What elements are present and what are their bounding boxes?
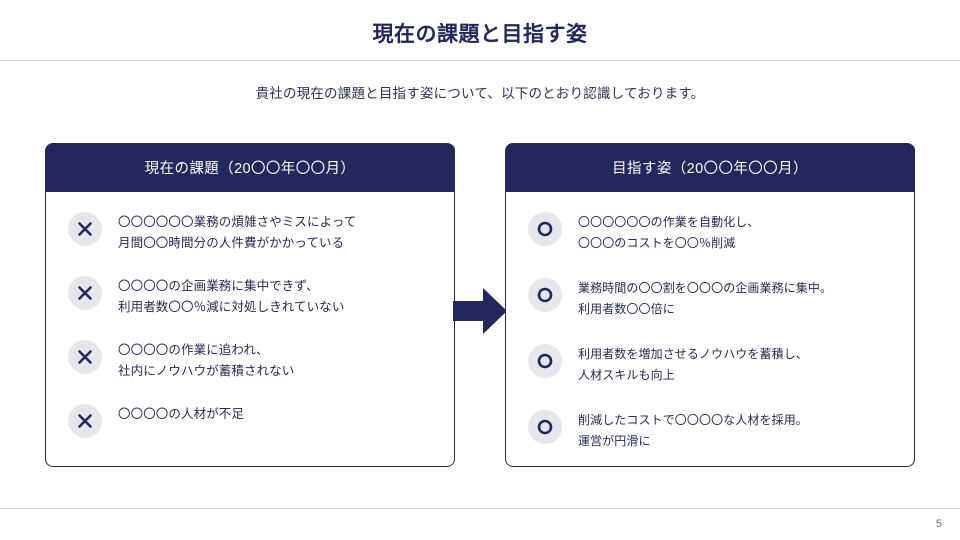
- current-issues-card: 現在の課題（20〇〇年〇〇月） 〇〇〇〇〇〇業務の煩雑さやミスによって 月間〇〇…: [45, 143, 455, 467]
- list-item-line2: 人材スキルも向上: [578, 367, 675, 382]
- circle-icon: [528, 211, 562, 246]
- list-item-line1: 利用者数を増加させるノウハウを蓄積し、: [578, 346, 808, 361]
- list-item-text: 〇〇〇〇〇〇業務の煩雑さやミスによって 月間〇〇時間分の人件費がかかっている: [118, 210, 356, 254]
- circle-icon: [528, 277, 562, 312]
- list-item-line1: 〇〇〇〇の企画業務に集中できず、: [118, 278, 319, 293]
- list-item-line1: 業務時間の〇〇割を〇〇〇の企画業務に集中。: [578, 280, 833, 295]
- list-item-text: 削減したコストで〇〇〇〇な人材を採用。 運営が円滑に: [578, 408, 808, 452]
- list-item-text: 〇〇〇〇の作業に追われ、 社内にノウハウが蓄積されない: [118, 338, 294, 382]
- list-item: 〇〇〇〇〇〇業務の煩雑さやミスによって 月間〇〇時間分の人件費がかかっている: [68, 210, 438, 254]
- list-item-text: 〇〇〇〇の人材が不足: [118, 402, 244, 425]
- list-item-line2: 利用者数〇〇倍に: [578, 301, 675, 316]
- list-item-line1: 〇〇〇〇の作業に追われ、: [118, 342, 269, 357]
- list-item: 〇〇〇〇の人材が不足: [68, 402, 438, 438]
- list-item-line1: 〇〇〇〇の人材が不足: [118, 406, 245, 421]
- list-item: 〇〇〇〇の企画業務に集中できず、 利用者数〇〇％減に対処しきれていない: [68, 274, 438, 318]
- circle-icon: [528, 409, 562, 444]
- list-item-line1: 〇〇〇〇〇〇業務の煩雑さやミスによって: [118, 214, 357, 229]
- page-title: 現在の課題と目指す姿: [372, 23, 588, 46]
- circle-icon: [528, 343, 562, 378]
- header-divider: [0, 60, 960, 61]
- list-item-line1: 削減したコストで〇〇〇〇な人材を採用。: [578, 412, 808, 427]
- list-item-line2: 〇〇〇のコストを〇〇％削減: [578, 235, 736, 250]
- list-item-line2: 社内にノウハウが蓄積されない: [118, 363, 295, 378]
- target-state-card-header: 目指す姿（20〇〇年〇〇月）: [505, 143, 915, 192]
- cross-icon: [68, 211, 102, 246]
- cross-icon: [68, 339, 102, 374]
- list-item-text: 業務時間の〇〇割を〇〇〇の企画業務に集中。 利用者数〇〇倍に: [578, 276, 832, 320]
- list-item-text: 〇〇〇〇の企画業務に集中できず、 利用者数〇〇％減に対処しきれていない: [118, 274, 344, 318]
- target-state-list: 〇〇〇〇〇〇の作業を自動化し、 〇〇〇のコストを〇〇％削減 業務時間の〇〇割を〇…: [506, 192, 914, 452]
- page-number: 5: [935, 518, 942, 530]
- list-item-text: 〇〇〇〇〇〇の作業を自動化し、 〇〇〇のコストを〇〇％削減: [578, 210, 760, 254]
- cross-icon: [68, 275, 102, 310]
- list-item: 〇〇〇〇〇〇の作業を自動化し、 〇〇〇のコストを〇〇％削減: [528, 210, 898, 254]
- list-item-line1: 〇〇〇〇〇〇の作業を自動化し、: [578, 214, 760, 229]
- list-item: 〇〇〇〇の作業に追われ、 社内にノウハウが蓄積されない: [68, 338, 438, 382]
- current-issues-list: 〇〇〇〇〇〇業務の煩雑さやミスによって 月間〇〇時間分の人件費がかかっている 〇…: [46, 192, 454, 438]
- current-issues-card-header: 現在の課題（20〇〇年〇〇月）: [45, 143, 455, 192]
- page-subtitle: 貴社の現在の課題と目指す姿について、以下のとおり認識しております。: [255, 86, 705, 101]
- right-arrow-icon: [453, 288, 507, 334]
- list-item: 削減したコストで〇〇〇〇な人材を採用。 運営が円滑に: [528, 408, 898, 452]
- list-item-line2: 月間〇〇時間分の人件費がかかっている: [118, 235, 345, 250]
- list-item: 業務時間の〇〇割を〇〇〇の企画業務に集中。 利用者数〇〇倍に: [528, 276, 898, 320]
- footer-divider: [0, 508, 960, 509]
- list-item: 利用者数を増加させるノウハウを蓄積し、 人材スキルも向上: [528, 342, 898, 386]
- list-item-line2: 利用者数〇〇％減に対処しきれていない: [118, 299, 345, 314]
- list-item-text: 利用者数を増加させるノウハウを蓄積し、 人材スキルも向上: [578, 342, 808, 386]
- cross-icon: [68, 403, 102, 438]
- target-state-card: 目指す姿（20〇〇年〇〇月） 〇〇〇〇〇〇の作業を自動化し、 〇〇〇のコストを〇…: [505, 143, 915, 467]
- list-item-line2: 運営が円滑に: [578, 433, 651, 448]
